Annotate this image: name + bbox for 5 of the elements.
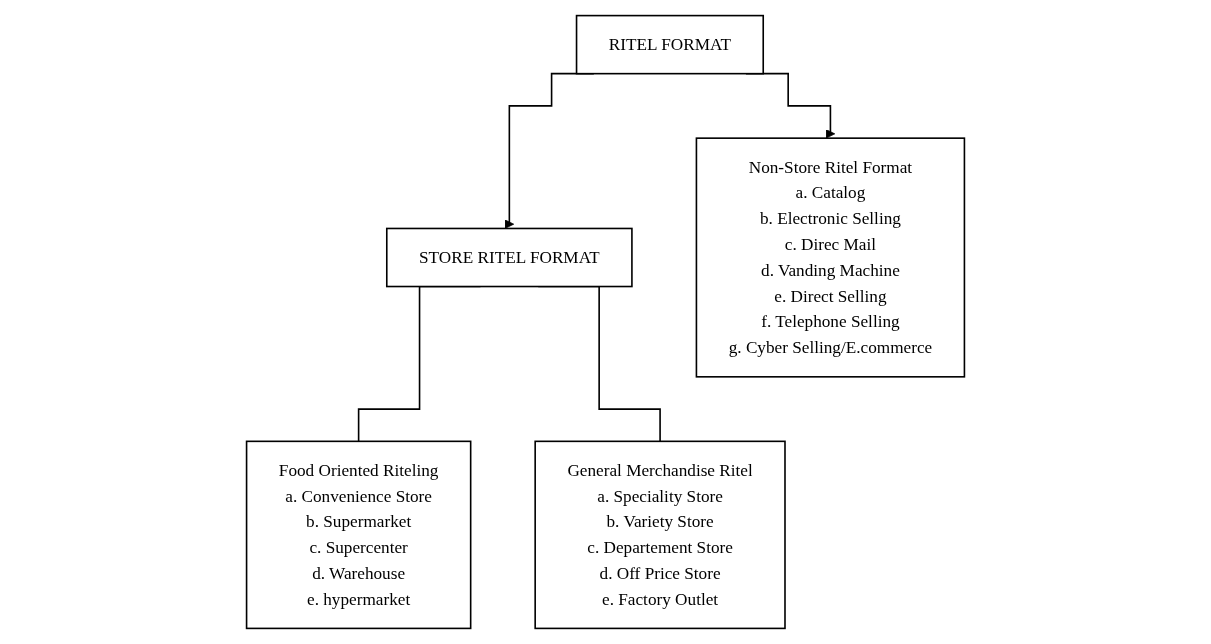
node-box: Food Oriented Riteling a. Convenience Store b. Supermarket c. Supercenter d. Warehouse e. hypermarket: [245, 440, 472, 630]
node-box: RITEL FORMAT: [575, 14, 765, 75]
node-box: Non-Store Ritel Format a. Catalog b. Electronic Selling c. Direc Mail d. Vanding Machine e. Direct Selling f. Telephone Selling g. Cyber Selling/E.commerce: [695, 137, 966, 378]
node-box: General Merchandise Ritel a. Speciality Store b. Variety Store c. Departement Store d. Off Price Store e. Factory Outlet: [534, 440, 786, 630]
node-box: STORE RITEL FORMAT: [385, 227, 633, 288]
